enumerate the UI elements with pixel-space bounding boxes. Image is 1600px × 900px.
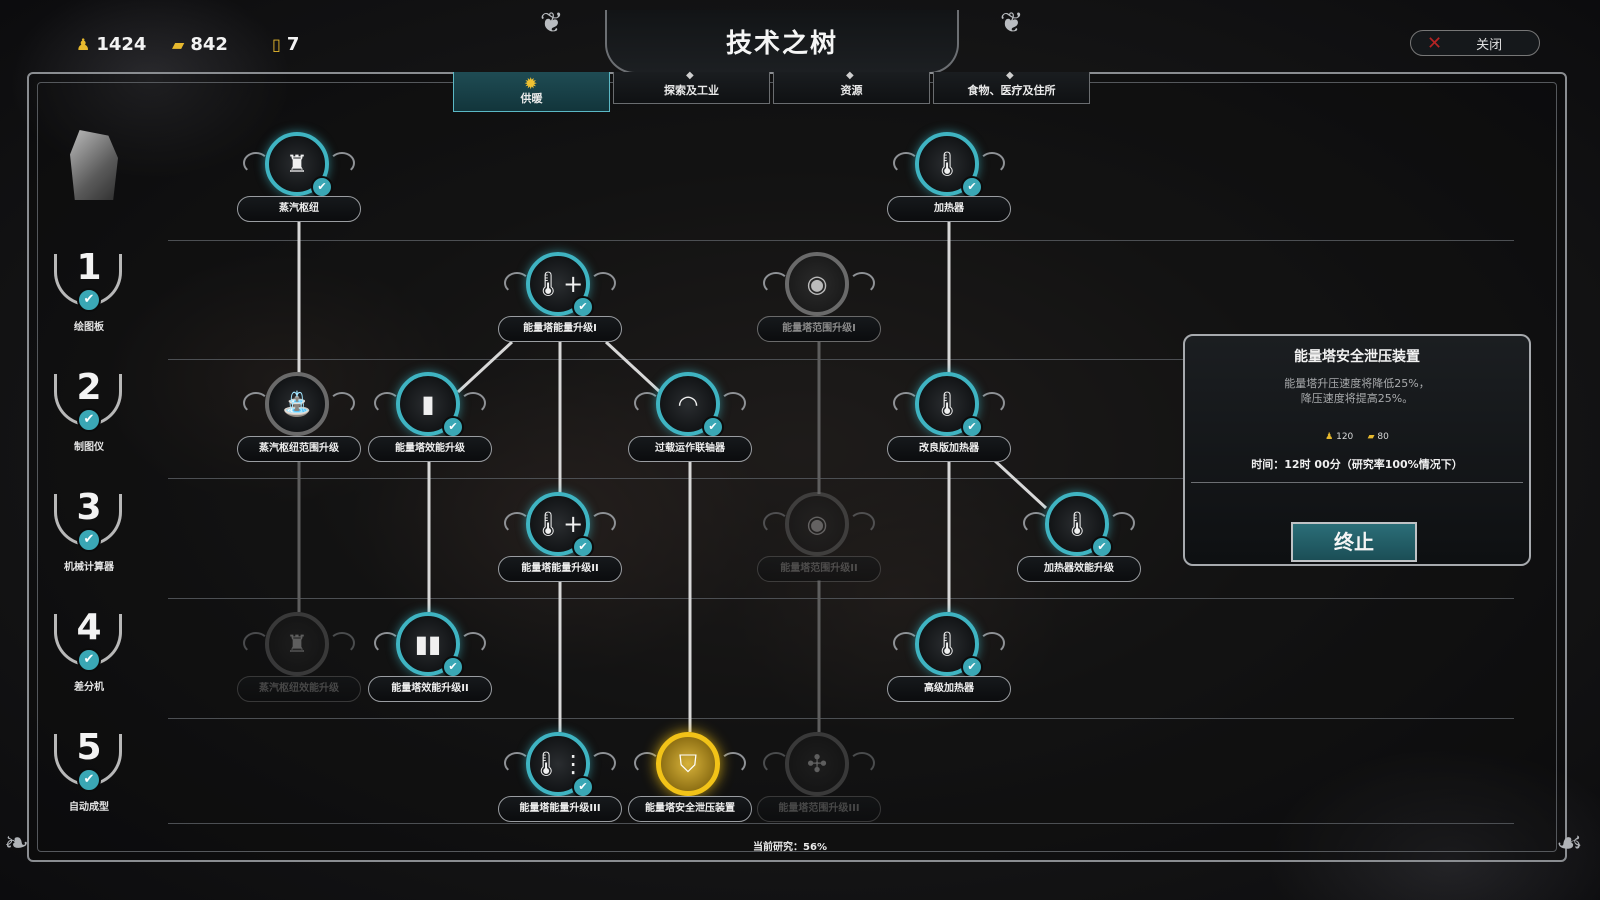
check-icon: ✔ [442, 416, 464, 438]
range-icon: ◉ [785, 252, 849, 316]
hub-range-icon: ⛲ [265, 372, 329, 436]
tech-generator-power-2[interactable]: 🌡+ ✔ 能量塔能量升级II [498, 492, 622, 588]
diamond-icon: ◆ [1006, 70, 1014, 81]
row-divider [168, 823, 1514, 824]
check-icon: ✔ [572, 776, 594, 798]
tech-generator-range-2[interactable]: ◉ 能量塔范围升级II [757, 492, 881, 588]
tech-generator-power-3[interactable]: 🌡⋮ ✔ 能量塔能量升级III [498, 732, 622, 828]
tech-steam-hub[interactable]: ♜ ✔ 蒸汽枢纽 [237, 132, 361, 228]
info-title: 能量塔安全泄压装置 [1294, 349, 1420, 365]
check-icon: ✔ [961, 176, 983, 198]
tier-3: 3 ✔ 机械计算器 [50, 490, 128, 573]
diamond-icon: ◆ [846, 70, 854, 81]
tech-improved-heater[interactable]: 🌡 ✔ 改良版加热器 [887, 372, 1011, 468]
close-button[interactable]: ✕ 关闭 [1410, 30, 1540, 56]
range-icon: ◉ [785, 492, 849, 556]
ornament-right-icon: ❦ [1000, 6, 1024, 39]
tab-food-medical-housing[interactable]: ◆ 食物、医疗及住所 [933, 70, 1090, 104]
row-divider [168, 478, 1514, 479]
tech-safety-valve[interactable]: ⛉ 能量塔安全泄压装置 [628, 732, 752, 828]
row-divider [168, 240, 1514, 241]
range-icon: ✣ [785, 732, 849, 796]
thermometer-plus-icon: 🌡⋮ [526, 732, 590, 796]
check-icon: ✔ [77, 528, 101, 552]
check-icon: ✔ [572, 296, 594, 318]
steel-counter: ▯ 7 [272, 34, 300, 55]
check-icon: ✔ [961, 416, 983, 438]
tech-steam-hub-range[interactable]: ⛲ 蒸汽枢纽范围升级 [237, 372, 361, 468]
info-description: 能量塔升压速度将降低25%， 降压速度将提高25%。 [1284, 377, 1430, 405]
page-title: 技术之树 [725, 28, 838, 59]
info-cost: ♟ 120 ▰ 80 [1325, 432, 1389, 442]
tech-generator-range-1[interactable]: ◉ 能量塔范围升级I [757, 252, 881, 348]
wood-icon: ▰ [1367, 432, 1375, 442]
row-divider [168, 359, 1514, 360]
tech-advanced-heater[interactable]: 🌡 ✔ 高级加热器 [887, 612, 1011, 708]
tab-resources[interactable]: ◆ 资源 [773, 70, 930, 104]
check-icon: ✔ [572, 536, 594, 558]
tech-generator-efficiency[interactable]: ▮ ✔ 能量塔效能升级 [368, 372, 492, 468]
population-counter: ♟ 1424 [76, 34, 147, 55]
generator-image [70, 130, 118, 200]
close-icon: ✕ [1427, 32, 1443, 54]
check-icon: ✔ [77, 648, 101, 672]
tier-4: 4 ✔ 差分机 [50, 610, 128, 693]
tech-steam-hub-efficiency[interactable]: ♜ 蒸汽枢纽效能升级 [237, 612, 361, 708]
info-time: 时间：12时 00分（研究率100%情况下） [1251, 458, 1463, 471]
tech-generator-power-1[interactable]: 🌡+ ✔ 能量塔能量升级I [498, 252, 622, 348]
check-icon: ✔ [311, 176, 333, 198]
gear-icon: ✹ [524, 74, 538, 93]
check-icon: ✔ [77, 288, 101, 312]
people-icon: ♟ [76, 35, 91, 54]
tab-heating[interactable]: ✹ 供暖 [453, 72, 610, 112]
title-plate: 技术之树 [605, 10, 959, 74]
people-icon: ♟ [1325, 432, 1334, 442]
tech-generator-range-3[interactable]: ✣ 能量塔范围升级III [757, 732, 881, 828]
check-icon: ✔ [442, 656, 464, 678]
coal-efficiency-icon: ▮▮ [396, 612, 460, 676]
check-icon: ✔ [961, 656, 983, 678]
ornament-left-icon: ❦ [540, 6, 564, 39]
hub-efficiency-icon: ♜ [265, 612, 329, 676]
check-icon: ✔ [77, 408, 101, 432]
tech-heater[interactable]: 🌡 ✔ 加热器 [887, 132, 1011, 228]
diamond-icon: ◆ [686, 70, 694, 81]
row-divider [168, 718, 1514, 719]
row-divider [168, 598, 1514, 599]
current-research-progress: 当前研究：56% [753, 842, 827, 853]
tech-generator-efficiency-2[interactable]: ▮▮ ✔ 能量塔效能升级II [368, 612, 492, 708]
wood-counter: ▰ 842 [172, 34, 228, 55]
stop-research-button[interactable]: 终止 [1291, 522, 1417, 562]
research-info-panel: 能量塔安全泄压装置 能量塔升压速度将降低25%， 降压速度将提高25%。 ♟ 1… [1183, 334, 1531, 566]
check-icon: ✔ [702, 416, 724, 438]
corner-ornament-icon: ❧ [4, 826, 30, 861]
shield-icon: ⛉ [656, 732, 720, 796]
wood-icon: ▰ [172, 35, 185, 54]
check-icon: ✔ [1091, 536, 1113, 558]
tier-5: 5 ✔ 自动成型 [50, 730, 128, 813]
gauge-icon: ◠ [656, 372, 720, 436]
corner-ornament-icon: ☙ [1556, 826, 1583, 861]
check-icon: ✔ [77, 768, 101, 792]
steel-icon: ▯ [272, 35, 281, 54]
thermometer-up-icon: 🌡 [915, 612, 979, 676]
tech-heater-efficiency[interactable]: 🌡 ✔ 加热器效能升级 [1017, 492, 1141, 588]
tier-1: 1 ✔ 绘图板 [50, 250, 128, 333]
thermometer-plus-icon: 🌡+ [526, 492, 590, 556]
tier-2: 2 ✔ 制图仪 [50, 370, 128, 453]
tech-overdrive-coupling[interactable]: ◠ ✔ 过载运作联轴器 [628, 372, 752, 468]
tab-exploration-industry[interactable]: ◆ 探索及工业 [613, 70, 770, 104]
